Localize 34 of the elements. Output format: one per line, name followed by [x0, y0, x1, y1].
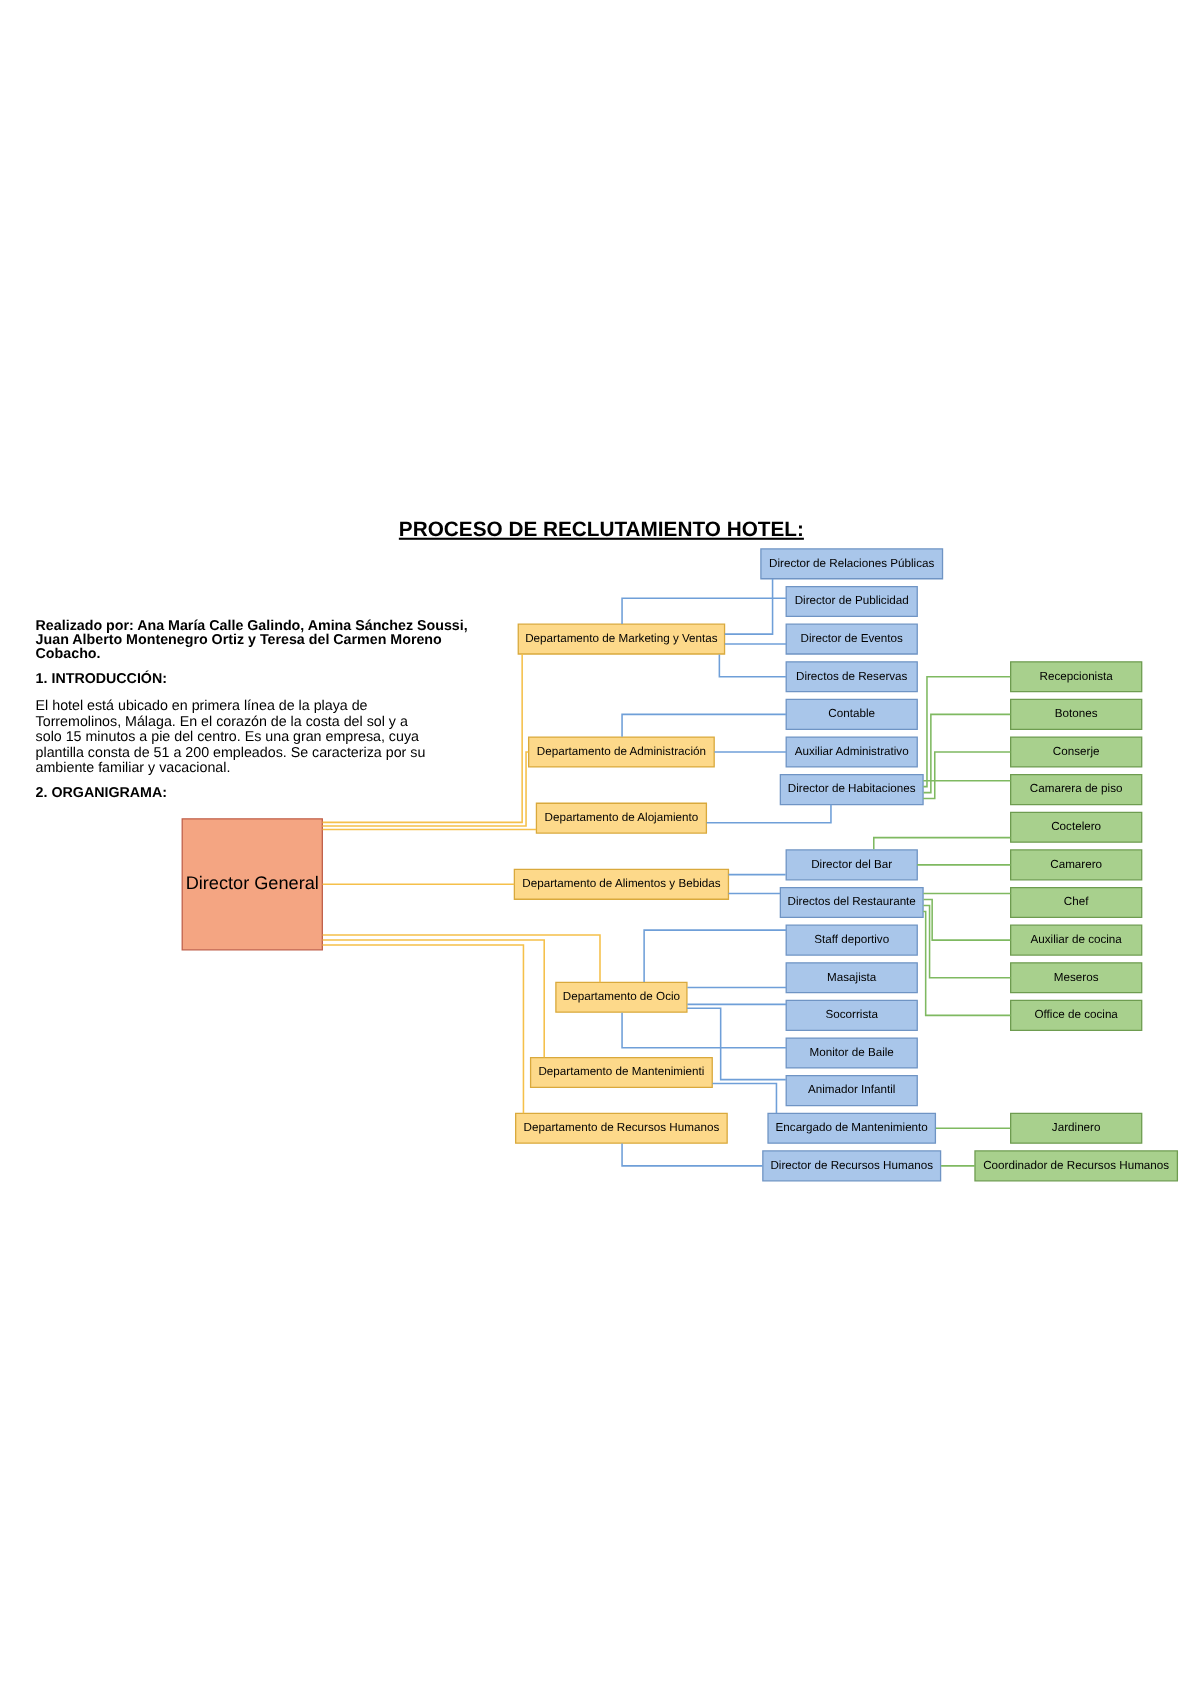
connector: [321, 883, 516, 886]
connector: [922, 751, 1012, 800]
connector: [705, 803, 832, 824]
connector: [321, 939, 545, 1059]
connector: [713, 751, 787, 753]
connector: [718, 653, 787, 678]
connector: [321, 751, 530, 827]
connector: [727, 873, 787, 876]
connector: [321, 944, 525, 1115]
connector: [916, 864, 1012, 866]
diagram-title: PROCESO DE RECLUTAMIENTO HOTEL:: [398, 519, 804, 542]
connector: [873, 836, 1012, 851]
connector: [643, 929, 787, 983]
connector: [935, 1127, 1012, 1130]
connector: [686, 1003, 787, 1006]
connector: [321, 653, 523, 824]
connector: [621, 1011, 787, 1049]
connector: [321, 828, 537, 831]
connector: [723, 578, 774, 635]
connector: [922, 898, 1012, 941]
connector: [686, 1007, 787, 1081]
connector: [922, 779, 1012, 782]
connector: [724, 643, 787, 645]
connector: [727, 892, 781, 895]
connector: [922, 675, 1012, 788]
connector: [922, 713, 1012, 794]
connector: [940, 1165, 976, 1167]
node-box: Director General: [181, 818, 323, 951]
connector: [321, 934, 601, 983]
connector: [922, 904, 1012, 979]
connector: [922, 892, 1012, 895]
connector: [922, 910, 1012, 1017]
connector: [686, 986, 787, 989]
connector: [711, 1082, 778, 1114]
